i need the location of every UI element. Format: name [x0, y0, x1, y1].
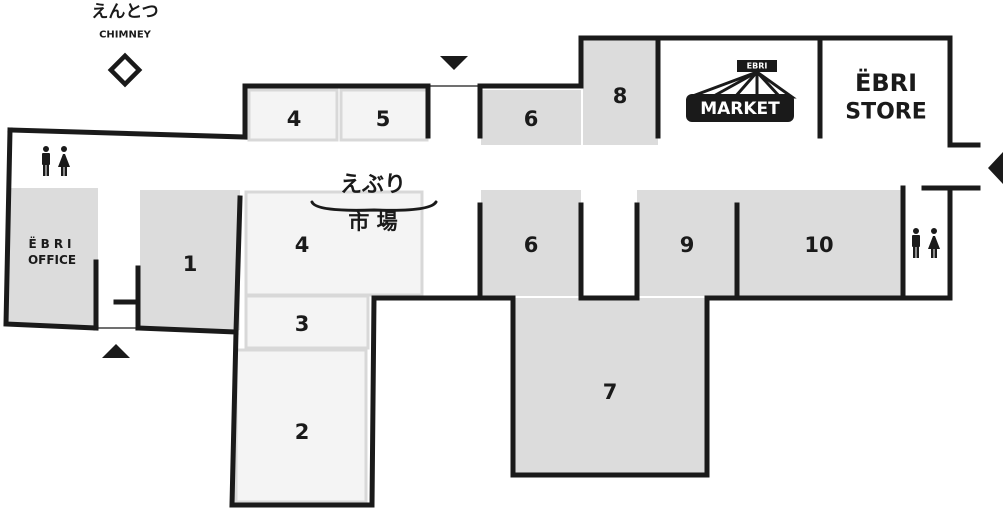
unit-number-5: 5	[376, 107, 391, 131]
ebri-store-logo: ËBRI STORE	[845, 68, 927, 125]
unit-number-4-main: 4	[295, 233, 310, 257]
diamond-marker-icon	[107, 52, 143, 88]
entrance-arrow-up-icon	[102, 344, 130, 358]
market-hall-label-line1: えぶり	[340, 173, 406, 198]
ebri-market-logo: EBRI MARKET	[686, 60, 797, 122]
unit-9[interactable]	[637, 190, 737, 296]
market-hall-label-line2: 市 場	[348, 210, 397, 234]
unit-1[interactable]	[140, 190, 240, 330]
doorway-lines	[96, 85, 480, 329]
unit-number-10: 10	[804, 233, 833, 257]
unit-number-1: 1	[183, 252, 198, 276]
unit-5[interactable]	[339, 88, 429, 142]
unit-6-top[interactable]	[481, 90, 581, 145]
ebri-store-line2: STORE	[845, 100, 927, 125]
unit-number-9: 9	[680, 233, 695, 257]
ebri-office-line2: OFFICE	[28, 253, 76, 267]
ebri-market-name: MARKET	[700, 99, 780, 119]
restroom-icon	[42, 146, 70, 176]
unit-7[interactable]	[513, 298, 707, 475]
chimney-label-en: CHIMNEY	[99, 30, 152, 41]
entrance-arrow-down-icon	[440, 56, 468, 70]
ebri-store-line1: ËBRI	[855, 68, 917, 97]
entrance-arrow-left-icon	[988, 152, 1003, 184]
building-walls	[3, 35, 981, 508]
unit-ebri-office[interactable]	[8, 188, 98, 326]
chimney-label-jp: えんとつ	[91, 2, 158, 22]
unit-4-top[interactable]	[247, 88, 339, 142]
unit-number-8: 8	[613, 84, 628, 108]
unit-number-3: 3	[295, 312, 310, 336]
ebri-market-top: EBRI	[747, 62, 768, 71]
unit-8[interactable]	[583, 40, 658, 145]
unit-number-2: 2	[295, 420, 310, 444]
market-hall-label-underline	[310, 200, 438, 212]
unit-10[interactable]	[737, 190, 902, 296]
unit-6-mid[interactable]	[481, 190, 581, 296]
unit-number-7: 7	[603, 380, 618, 404]
unit-4-main[interactable]	[244, 190, 424, 297]
restroom-icon	[912, 228, 940, 258]
unit-number-6-top: 6	[524, 107, 539, 131]
ebri-office-line1: ËBRI	[28, 236, 75, 251]
unit-2[interactable]	[234, 348, 368, 504]
unit-number-4-top: 4	[287, 107, 302, 131]
unit-3[interactable]	[244, 294, 370, 350]
unit-number-6-mid: 6	[524, 233, 539, 257]
